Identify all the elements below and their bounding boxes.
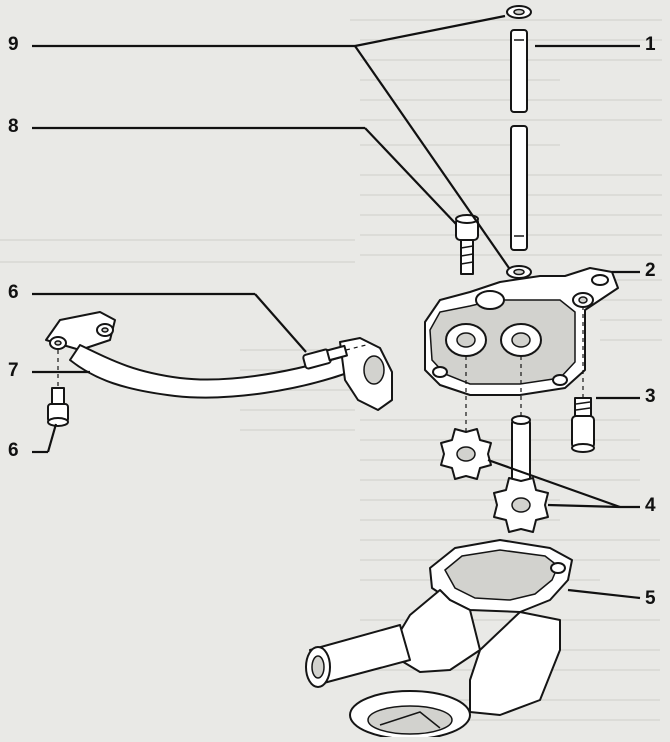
part-1-stud (510, 29, 528, 251)
part-8-bolt (455, 214, 479, 275)
part-6-bolt-upper (302, 344, 367, 370)
part-3-bolt (571, 306, 595, 453)
leader-lines (32, 14, 641, 600)
callout-1: 1 (645, 34, 656, 55)
part-7-suction-pipe (45, 311, 393, 411)
part-4-gear-right (493, 477, 549, 533)
callout-5: 5 (645, 588, 656, 609)
part-2-pump-cover (424, 267, 619, 396)
callout-2: 2 (645, 260, 656, 281)
callout-8: 8 (8, 116, 19, 137)
callout-4: 4 (645, 495, 656, 516)
leader-5 (567, 588, 641, 600)
callout-6-upper: 6 (8, 282, 19, 303)
callout-9: 9 (8, 34, 19, 55)
part-9-washer-top (506, 5, 532, 19)
part-6-bolt-lower (47, 350, 69, 427)
callout-7: 7 (8, 360, 19, 381)
callout-3: 3 (645, 386, 656, 407)
part-9-washer-lower (506, 265, 532, 279)
callout-6-lower: 6 (8, 440, 19, 461)
part-5-pump-body (305, 539, 573, 740)
part-4-gear-left (440, 428, 492, 480)
